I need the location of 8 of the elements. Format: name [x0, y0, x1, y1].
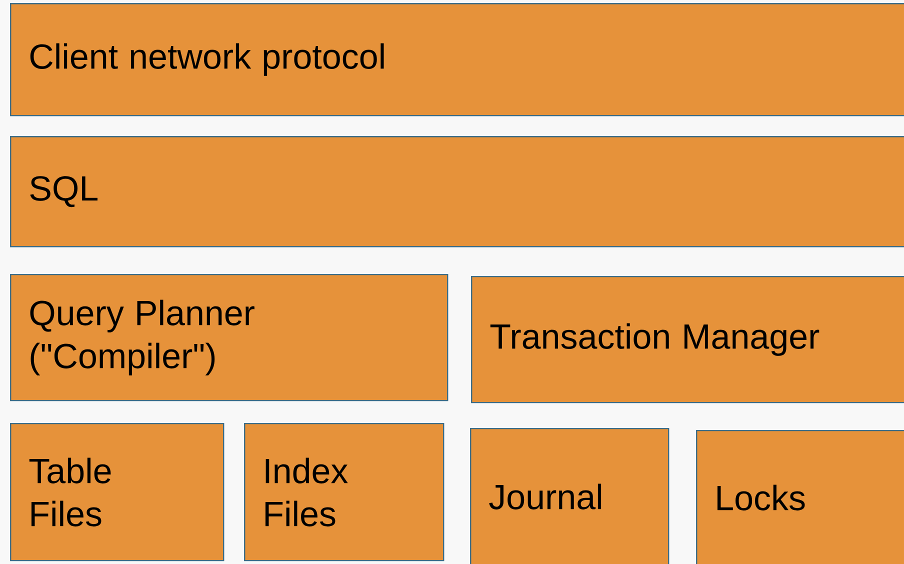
layer-box: Table Files: [10, 422, 224, 562]
layer-box: Index Files: [244, 422, 444, 562]
layer-box: Locks: [696, 430, 904, 564]
layer-box: SQL: [10, 136, 904, 248]
layer-box: Transaction Manager: [471, 276, 904, 404]
layer-box: Query Planner ("Compiler"): [10, 274, 448, 402]
layer-box: Client network protocol: [10, 2, 904, 116]
layer-box: Journal: [470, 428, 670, 564]
